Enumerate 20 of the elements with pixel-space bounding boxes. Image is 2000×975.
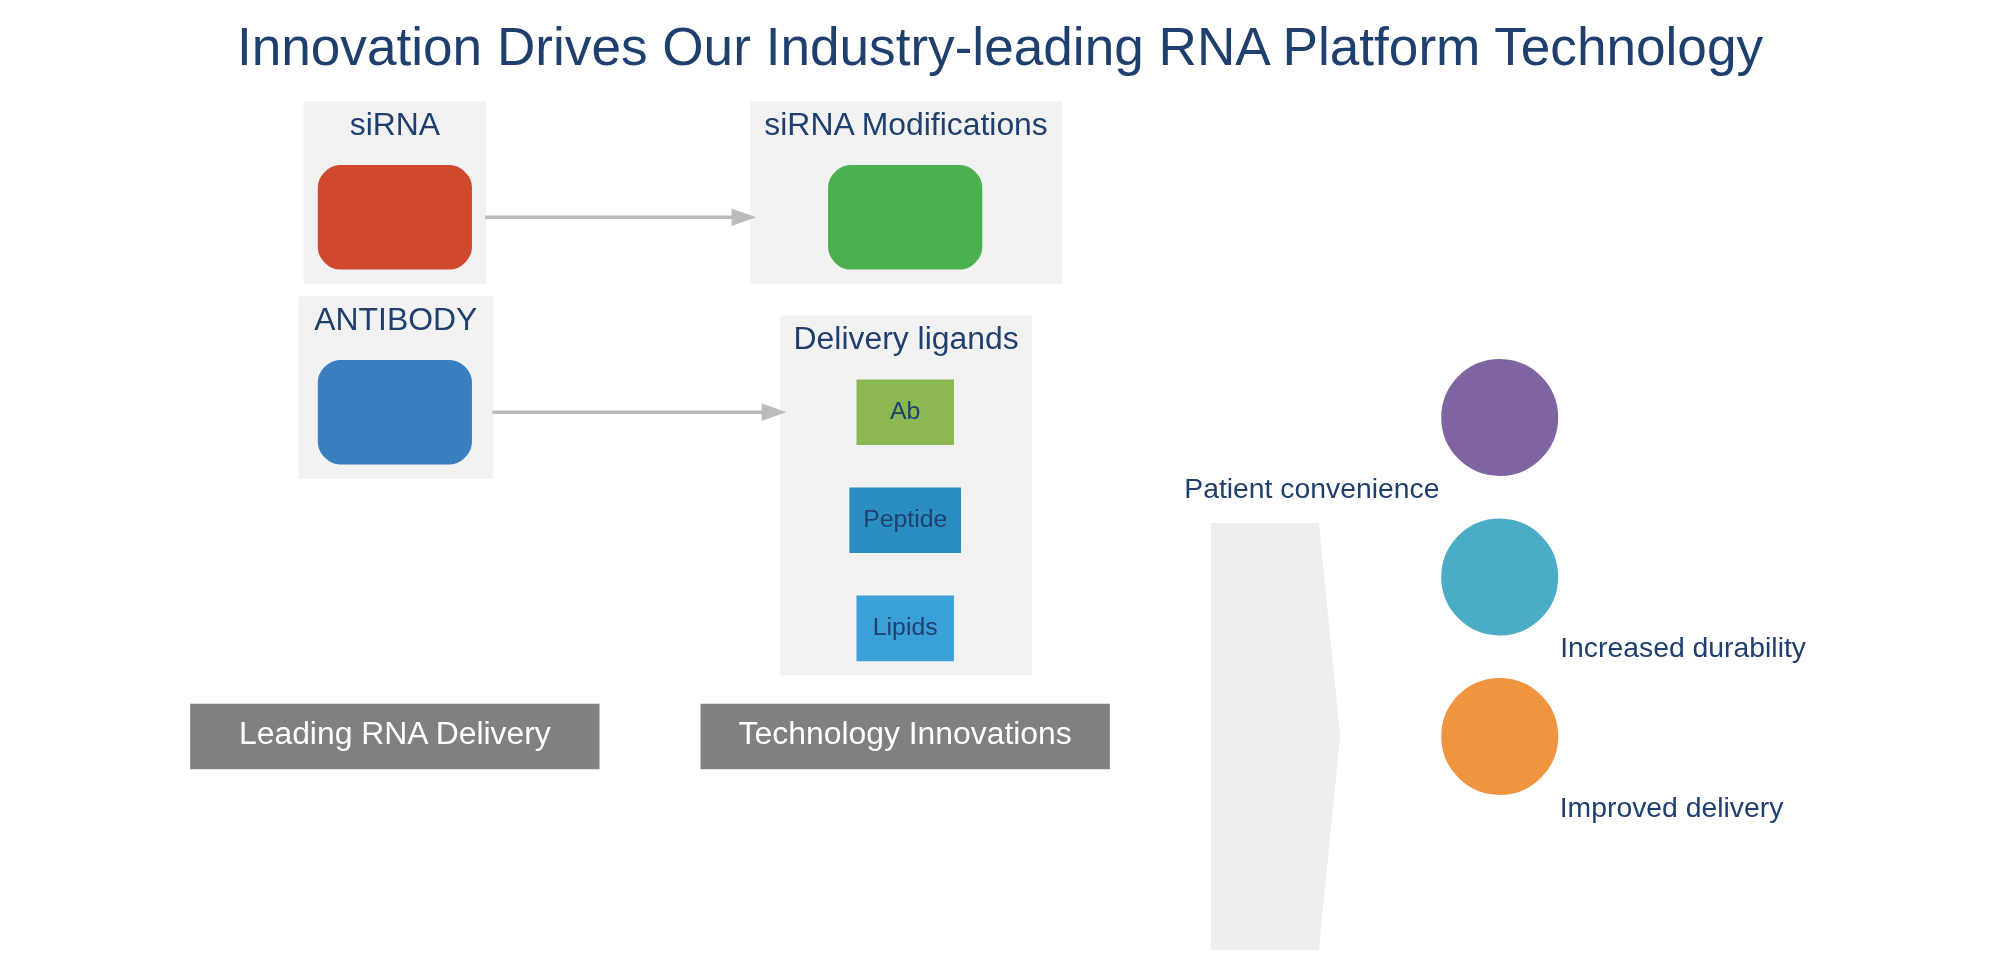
node-box bbox=[317, 359, 472, 465]
cluster: siRNA bbox=[303, 101, 487, 284]
node-box bbox=[317, 165, 472, 270]
cluster: ANTIBODY bbox=[298, 296, 494, 479]
node-box: Lipids bbox=[856, 595, 954, 662]
node-label: Increased durability bbox=[1560, 631, 1806, 664]
diagram-title: Innovation Drives Our Industry-leading RNA Platform Technology bbox=[236, 16, 1764, 76]
node-box: Ab bbox=[856, 379, 954, 445]
node-box: Peptide bbox=[849, 487, 961, 554]
node-circle bbox=[1441, 678, 1559, 795]
node-box: Technology Innovations bbox=[700, 703, 1110, 770]
node-circle bbox=[1441, 359, 1559, 476]
node-box: Leading RNA Delivery bbox=[190, 703, 600, 770]
node-label: Improved delivery bbox=[1559, 790, 1784, 823]
node-box bbox=[828, 165, 983, 270]
arrow bbox=[485, 208, 757, 226]
node-circle bbox=[1441, 518, 1559, 636]
cluster: siRNA Modifications bbox=[750, 101, 1062, 284]
arrow bbox=[492, 403, 787, 421]
node-label: Patient convenience bbox=[1184, 471, 1440, 504]
